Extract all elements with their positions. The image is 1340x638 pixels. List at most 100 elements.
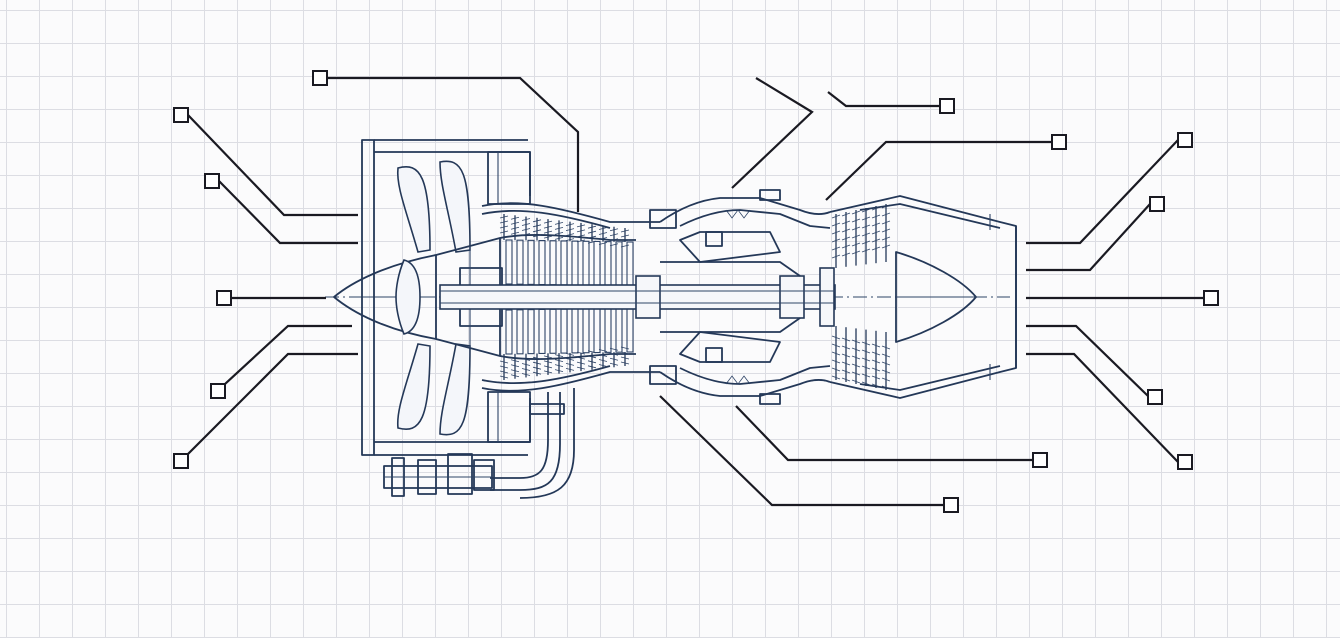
compressor-disc xyxy=(505,309,513,355)
leader-line-c06 xyxy=(187,352,358,455)
blade-hatch xyxy=(576,366,586,370)
blade-hatch xyxy=(861,373,871,378)
compressor-disc xyxy=(593,307,601,354)
blade-hatch xyxy=(521,233,531,236)
label-box-c01[interactable] xyxy=(312,70,328,86)
blade-hatch xyxy=(565,357,575,361)
blade-hatch xyxy=(499,215,509,219)
blade-hatch xyxy=(871,246,881,251)
blade-hatch xyxy=(499,365,509,369)
compressor-disc xyxy=(582,308,590,354)
label-box-c10[interactable] xyxy=(1177,132,1193,148)
label-box-c11[interactable] xyxy=(1149,196,1165,212)
compressor-disc xyxy=(560,240,568,286)
blade-hatch xyxy=(609,238,619,242)
blade-hatch xyxy=(499,230,509,234)
blade-hatch xyxy=(841,377,851,382)
label-box-c02[interactable] xyxy=(173,107,189,123)
blade-hatch xyxy=(841,244,851,249)
label-box-c08[interactable] xyxy=(939,98,955,114)
blade-hatch xyxy=(871,367,881,372)
blade-hatch xyxy=(831,238,841,243)
turbofan-engine-drawing xyxy=(325,139,1017,499)
callout-leaders xyxy=(187,76,1204,507)
label-box-c12[interactable] xyxy=(1203,290,1219,306)
blade-hatch xyxy=(543,220,553,224)
blade-hatch xyxy=(620,244,630,248)
blade-hatch xyxy=(841,236,851,241)
blade-hatch xyxy=(881,345,891,350)
blade-hatch xyxy=(831,375,841,380)
label-box-c13[interactable] xyxy=(1147,389,1163,405)
blade-hatch xyxy=(499,375,509,379)
blade-hatch xyxy=(861,357,871,362)
blade-hatch xyxy=(510,231,520,235)
blade-hatch xyxy=(598,237,608,240)
blade-hatch xyxy=(620,351,630,355)
blade-hatch xyxy=(499,370,509,374)
blade-hatch xyxy=(851,379,861,384)
blade-hatch xyxy=(598,227,608,230)
label-box-c06[interactable] xyxy=(173,453,189,469)
blade-hatch xyxy=(576,224,586,228)
blade-hatch xyxy=(565,223,575,227)
leader-line-c13 xyxy=(1026,324,1149,397)
blade-hatch xyxy=(871,351,881,356)
compressor-disc xyxy=(582,240,590,286)
label-box-c04[interactable] xyxy=(216,290,232,306)
fan-blades xyxy=(395,160,471,436)
label-box-c09[interactable] xyxy=(1051,134,1067,150)
label-box-c03[interactable] xyxy=(204,173,220,189)
compressor-disc xyxy=(560,308,568,354)
blade-hatch xyxy=(510,359,520,363)
leader-line-c14 xyxy=(1026,352,1179,463)
blade-hatch xyxy=(521,368,531,371)
label-box-c14[interactable] xyxy=(1177,454,1193,470)
blade-hatch xyxy=(841,220,851,225)
blade-hatch xyxy=(861,365,871,370)
compressor-disc xyxy=(593,240,601,287)
blade-hatch xyxy=(543,370,553,374)
blade-hatch xyxy=(554,231,564,235)
label-box-c16[interactable] xyxy=(943,497,959,513)
label-box-c15[interactable] xyxy=(1032,452,1048,468)
leader-line-c01 xyxy=(327,76,580,212)
blade-hatch xyxy=(841,252,851,257)
blade-hatch xyxy=(851,339,861,344)
blade-hatch xyxy=(587,235,597,239)
leader-line-c09 xyxy=(825,140,1052,201)
blade-hatch xyxy=(510,369,520,373)
compressor-disc xyxy=(615,307,623,353)
blade-hatch xyxy=(609,357,619,361)
blade-hatch xyxy=(587,355,597,359)
blade-hatch xyxy=(620,361,630,365)
blade-hatch xyxy=(532,371,542,375)
blade-hatch xyxy=(881,228,891,233)
compressor-disc xyxy=(527,239,535,285)
compressor-disc xyxy=(626,241,634,287)
label-box-c05[interactable] xyxy=(210,383,226,399)
blade-hatch xyxy=(532,356,542,360)
blade-hatch xyxy=(851,210,861,215)
compressor-disc xyxy=(538,239,546,286)
blade-hatch xyxy=(871,238,881,243)
blade-hatch xyxy=(861,232,871,237)
blade-hatch xyxy=(831,214,841,219)
blade-hatch xyxy=(499,225,509,229)
blade-hatch xyxy=(587,365,597,369)
blade-hatch xyxy=(861,248,871,253)
blade-hatch xyxy=(554,236,564,240)
blade-hatch xyxy=(532,229,542,233)
compressor-disc xyxy=(505,239,513,285)
engine-shaft xyxy=(439,267,836,327)
blade-hatch xyxy=(565,367,575,371)
blade-hatch xyxy=(871,375,881,380)
blade-hatch xyxy=(521,373,531,376)
blade-hatch xyxy=(554,364,564,368)
compressor-casing xyxy=(481,202,660,392)
leader-line-c16 xyxy=(659,395,944,507)
blade-hatch xyxy=(851,363,861,368)
leader-line-c11 xyxy=(1026,203,1151,272)
blade-hatch xyxy=(620,234,630,238)
